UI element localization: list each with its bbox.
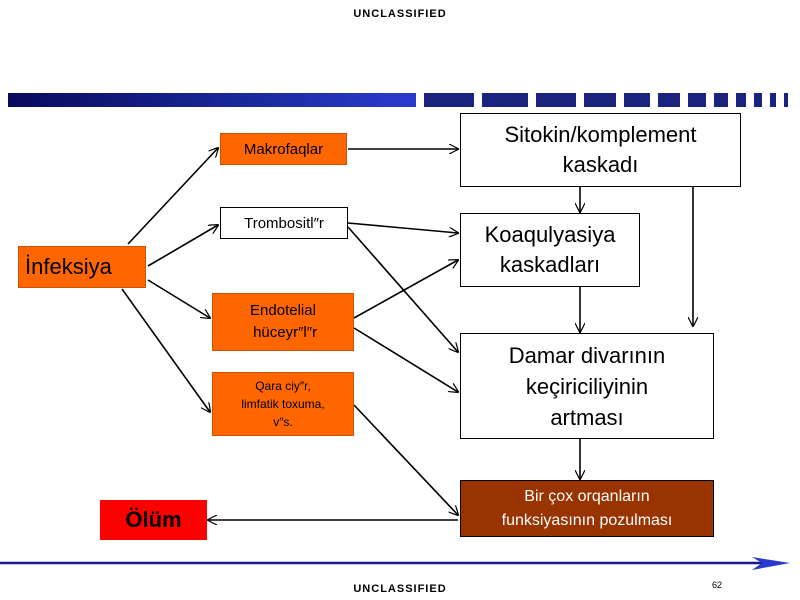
node-qara-ciyer: Qara ciy″r, limfatik toxuma, v″s. (212, 372, 354, 436)
arrow-infeksiya-endotelial (147, 279, 210, 318)
node-olum: Ölüm (100, 500, 207, 540)
node-koaqulyasiya: Koaqulyasiya kaskadları (460, 213, 640, 287)
classification-banner-bottom: UNCLASSIFIED (353, 583, 447, 595)
node-sitokin: Sitokin/komplement kaskadı (460, 113, 741, 187)
footer-arrow-icon (752, 557, 790, 570)
arrow-trombositler-koaqulyasiya (347, 222, 458, 233)
node-endotelial: Endotelial hüceyr″l″r (212, 293, 354, 351)
node-makrofaqlar: Makrofaqlar (220, 133, 347, 165)
node-bir-cox: Bir çox orqanların funksiyasının pozulma… (460, 480, 714, 537)
arrow-infeksiya-qara-ciyer (121, 288, 210, 412)
arrow-endotelial-koaqulyasiya (353, 260, 458, 319)
node-damar: Damar divarının keçiriciliyinin artması (460, 333, 714, 439)
page-number: 62 (712, 580, 723, 590)
arrow-infeksiya-trombositler (147, 225, 218, 267)
node-infeksiya: İnfeksiya (18, 246, 146, 288)
node-trombositler: Trombositl″r (220, 207, 348, 239)
arrow-trombositler-damar (347, 226, 458, 352)
arrow-endotelial-damar (353, 327, 458, 392)
arrow-infeksiya-makrofaqlar (127, 148, 218, 245)
arrow-qara-ciyer-bircox (353, 404, 458, 515)
classification-banner-top: UNCLASSIFIED (353, 8, 447, 20)
